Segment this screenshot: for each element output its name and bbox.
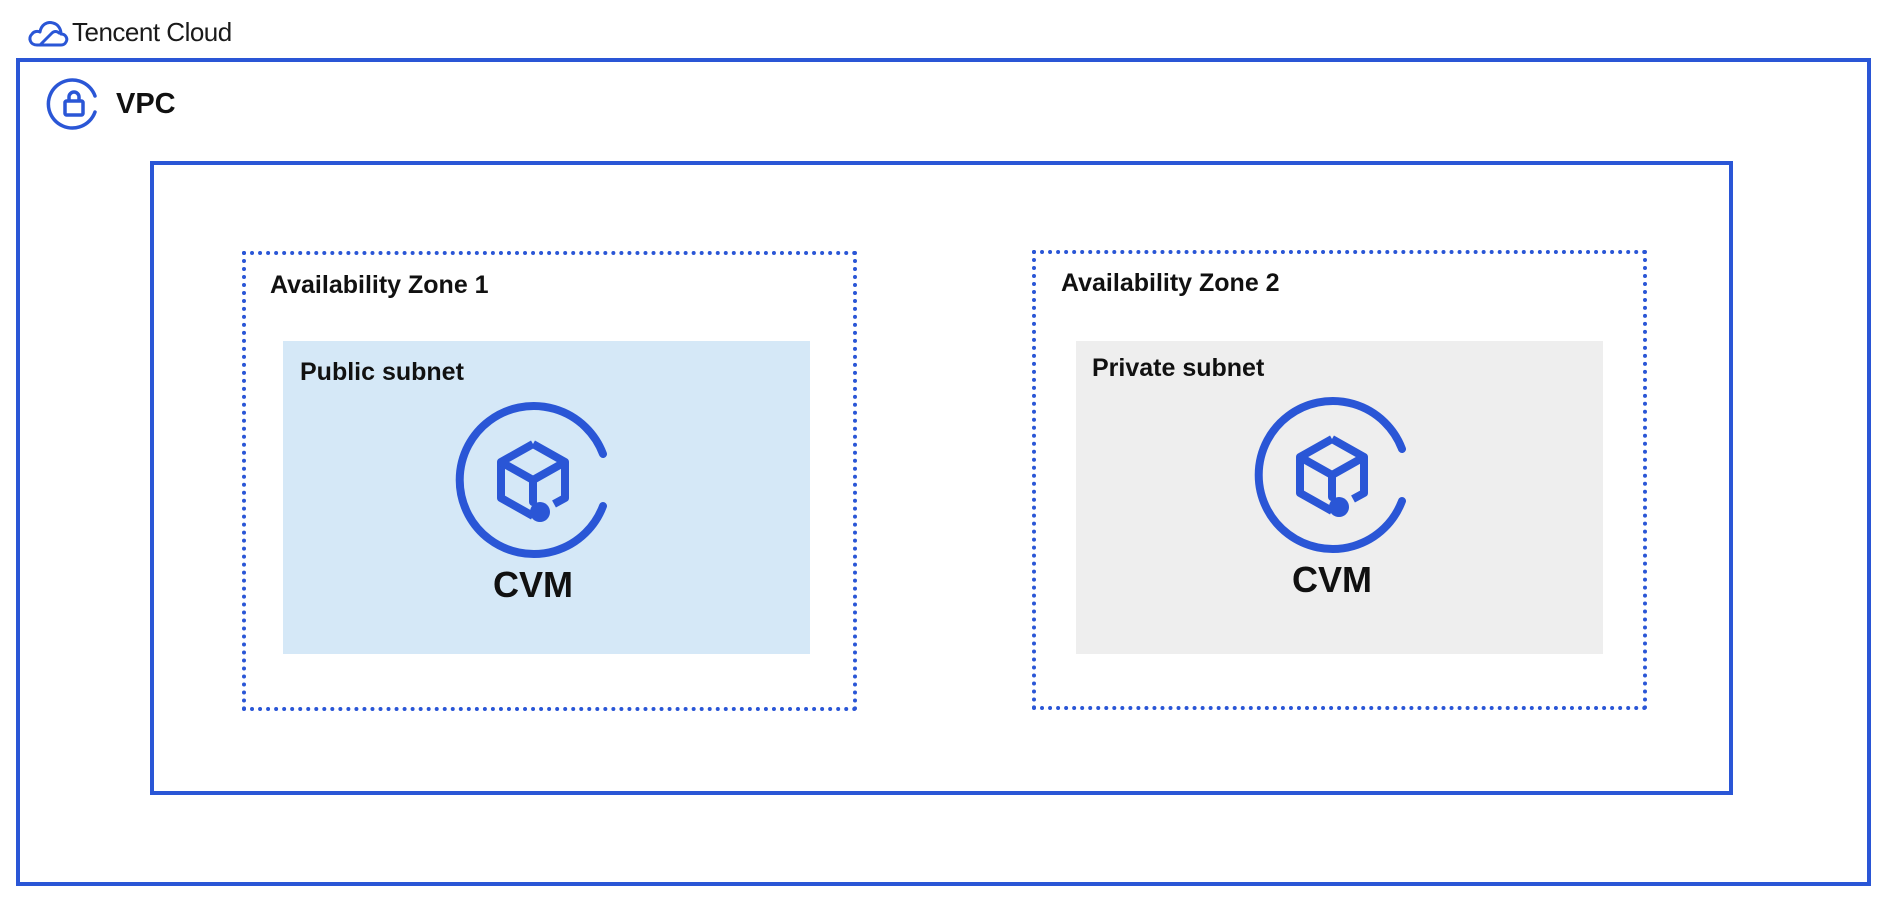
tencent-cloud-logo-icon — [28, 21, 69, 47]
availability-zone-1-label: Availability Zone 1 — [270, 271, 489, 299]
cvm-instance-icon — [455, 402, 607, 558]
availability-zone-2-label: Availability Zone 2 — [1061, 269, 1280, 297]
region-boundary — [150, 161, 1733, 795]
public-subnet — [283, 341, 810, 654]
cvm-label-private: CVM — [1292, 559, 1372, 600]
brand-name: Tencent Cloud — [72, 16, 232, 47]
cvm-label-public: CVM — [493, 564, 573, 605]
public-subnet-label: Public subnet — [300, 358, 464, 386]
availability-zone-1 — [242, 251, 857, 711]
vpc-label: VPC — [116, 87, 176, 120]
private-subnet-label: Private subnet — [1092, 354, 1265, 382]
availability-zone-2 — [1032, 250, 1647, 710]
brand-header: Tencent Cloud — [26, 14, 232, 50]
vpc-lock-icon — [46, 78, 97, 130]
vpc-header: VPC — [46, 76, 176, 132]
vpc-boundary — [16, 58, 1871, 886]
cvm-instance-icon — [1254, 397, 1406, 553]
